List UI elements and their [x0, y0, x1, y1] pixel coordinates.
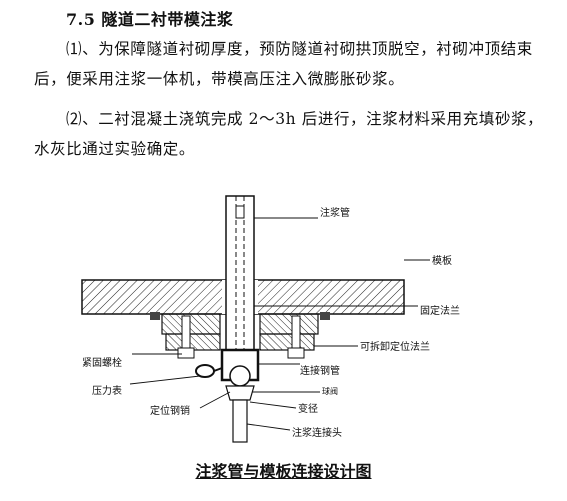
paragraph-1-text: ⑴、为保障隧道衬砌厚度，预防隧道衬砌拱顶脱空，衬砌冲顶结束后，便采用注浆一体机，…	[34, 40, 533, 88]
grout-pipe	[225, 195, 255, 365]
label-grout-connector: 注浆连接头	[292, 426, 342, 439]
fastening-bolts	[177, 315, 305, 359]
label-positioning-pin: 定位钢销	[150, 404, 190, 417]
connecting-pipe	[220, 348, 260, 443]
pressure-gauge	[195, 364, 223, 378]
label-connecting-pipe: 连接钢管	[300, 364, 340, 377]
paragraph-1: ⑴、为保障隧道衬砌厚度，预防隧道衬砌拱顶脱空，衬砌冲顶结束后，便采用注浆一体机，…	[34, 34, 544, 94]
paragraph-2: ⑵、二衬混凝土浇筑完成 2～3h 后进行，注浆材料采用充填砂浆，水灰比通过实验确…	[34, 104, 544, 164]
label-fastening-bolt: 紧固螺栓	[82, 356, 122, 369]
paragraph-2-text: ⑵、二衬混凝土浇筑完成 2～3h 后进行，注浆材料采用充填砂浆，水灰比通过实验确…	[34, 110, 544, 158]
label-formwork: 模板	[432, 254, 452, 267]
label-reducer: 变径	[298, 402, 318, 415]
section-heading: 7.5 隧道二衬带模注浆	[66, 10, 234, 29]
label-removable-flange: 可拆卸定位法兰	[360, 340, 430, 353]
label-valve: 球阀	[322, 386, 338, 396]
label-grout-pipe: 注浆管	[320, 206, 350, 219]
label-pressure-gauge: 压力表	[92, 384, 122, 397]
label-fixing-flange: 固定法兰	[420, 304, 460, 317]
figure-caption: 注浆管与模板连接设计图	[195, 462, 372, 481]
grout-pipe-diagram: 注浆管 模板 固定法兰 可拆卸定位法兰 紧固螺栓 连接钢管 压力表 球阀 定位钢…	[81, 195, 460, 443]
